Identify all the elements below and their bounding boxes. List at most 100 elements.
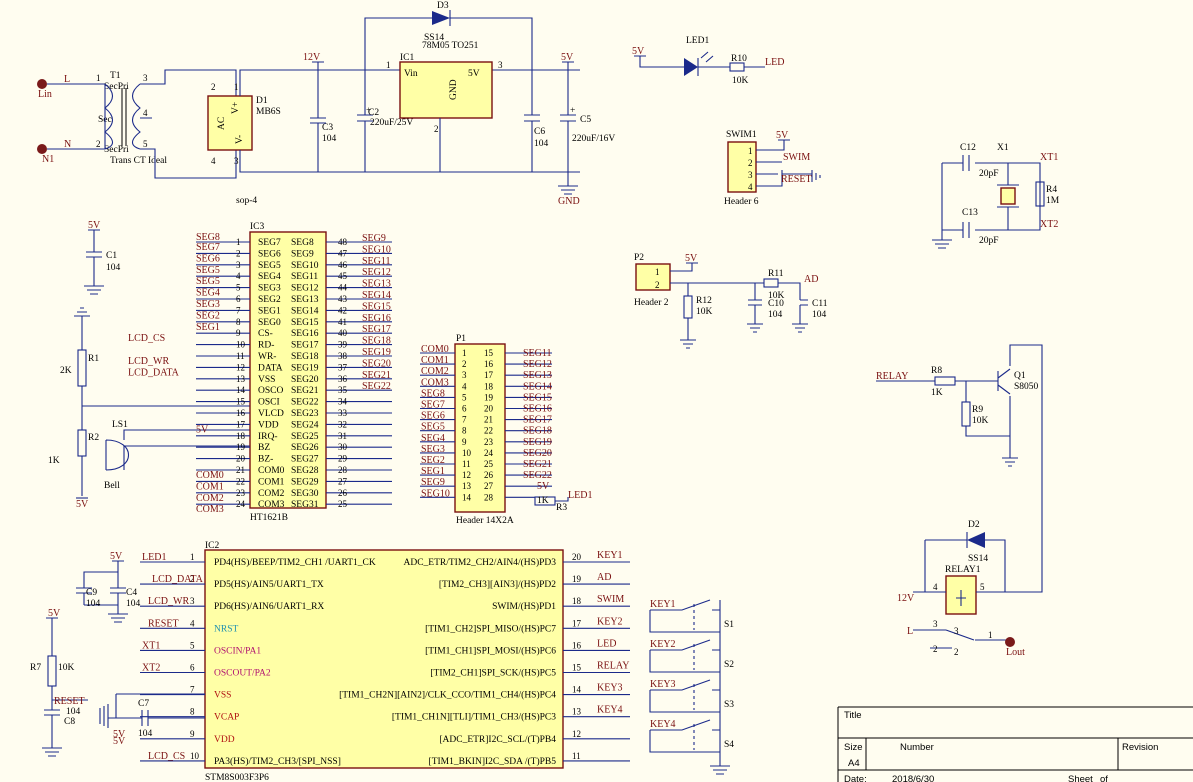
svg-text:Bell: Bell: [104, 481, 120, 491]
ht1621-pin-name: SEG19: [291, 363, 319, 373]
svg-text:R9: R9: [972, 405, 983, 415]
ht1621-left-net: SEG4: [196, 288, 220, 299]
l-label: L: [64, 74, 70, 85]
relay-section: D2 SS14 RELAY1 12V 4 5 L 3 2 3 2 1 Lout: [897, 520, 1025, 658]
svg-text:RESET: RESET: [54, 696, 85, 707]
svg-text:P1: P1: [456, 334, 466, 344]
ht1621-pin-number: 8: [236, 317, 241, 327]
ht1621-pin-number: 25: [338, 499, 348, 509]
svg-text:104: 104: [322, 134, 337, 144]
ht1621-pin-name: SEG22: [291, 398, 319, 408]
svg-text:5V: 5V: [48, 608, 61, 619]
svg-text:C6: C6: [534, 127, 545, 137]
header-right-net: SEG16: [523, 404, 552, 415]
ht1621-pin-number: 19: [236, 442, 246, 452]
stm8-pin-name: [TIM1_CH2]SPI_MISO/(HS)PC7: [425, 623, 556, 634]
svg-text:P2: P2: [634, 253, 644, 263]
key-switch-label: S1: [724, 620, 734, 630]
header-right-net: SEG19: [523, 437, 552, 448]
svg-text:V-: V-: [235, 135, 245, 144]
ht1621-pin-name: SEG13: [291, 295, 319, 305]
ht1621-pin-number: 15: [236, 397, 246, 407]
key-switch-label: S3: [724, 700, 734, 710]
ht1621-pin-number: 35: [338, 385, 348, 395]
ht1621-pin-name: BZ: [258, 443, 270, 453]
svg-text:3: 3: [933, 619, 938, 629]
svg-text:SEG8: SEG8: [196, 232, 220, 243]
svg-text:of: of: [1100, 774, 1108, 782]
header-right-net: SEG20: [523, 448, 552, 459]
ht1621-pin-name: SEG7: [258, 238, 281, 248]
svg-text:R10: R10: [731, 54, 747, 64]
stm8-left-net: RESET: [148, 618, 179, 629]
svg-text:R3: R3: [556, 503, 567, 513]
stm8-pin-number: 13: [572, 707, 582, 717]
svg-text:104: 104: [534, 139, 549, 149]
key-switch: [649, 639, 720, 673]
svg-text:R2: R2: [88, 433, 99, 443]
ht1621-pin-name: SEG9: [291, 249, 314, 259]
ht1621-pin-number: 21: [236, 465, 245, 475]
ht1621-left-net: LCD_DATA: [128, 367, 180, 378]
svg-text:R12: R12: [696, 296, 712, 306]
regulator-ic1: IC1 Vin 5V GND 1 3 2: [386, 53, 503, 172]
header-left-net: SEG9: [421, 477, 445, 488]
n1-label: N1: [42, 154, 54, 165]
stm8-pin-number: 7: [190, 685, 195, 695]
header-pin-number: 16: [484, 359, 494, 369]
header-pin-number: 23: [484, 437, 494, 447]
svg-text:104: 104: [126, 599, 141, 609]
diode-d3: D3 SS14 78M05 TO251: [364, 1, 533, 70]
ht1621-left-net: 5V: [196, 424, 209, 435]
svg-text:1: 1: [748, 146, 753, 156]
stm8-left-net: LCD_CS: [148, 751, 185, 762]
svg-text:C12: C12: [960, 143, 976, 153]
svg-text:R7: R7: [30, 663, 41, 673]
svg-text:10K: 10K: [768, 291, 785, 301]
ht1621-pin-number: 47: [338, 248, 348, 258]
ht1621-pin-name: SEG2: [258, 295, 281, 305]
svg-text:A4: A4: [848, 758, 860, 769]
svg-text:D2: D2: [968, 520, 980, 530]
ht1621-pin-number: 36: [338, 374, 348, 384]
n1-terminal: [37, 144, 47, 154]
header-pin-number: 15: [484, 348, 494, 358]
ht1621-left-net: SEG7: [196, 242, 220, 253]
svg-text:1: 1: [988, 630, 993, 640]
header-pin-number: 18: [484, 381, 494, 391]
svg-text:3: 3: [498, 60, 503, 70]
ht1621-right-net: SEG13: [362, 279, 391, 290]
stm8-pin-name: ADC_ETR/TIM2_CH2/AIN4/(HS)PD3: [403, 557, 556, 568]
svg-text:SWIM: SWIM: [783, 152, 810, 163]
stm8-pin-number: 17: [572, 618, 582, 628]
svg-text:C13: C13: [962, 208, 978, 218]
svg-text:SS14: SS14: [424, 33, 444, 43]
header-right-net: SEG12: [523, 359, 552, 370]
ht1621-pin-number: 32: [338, 419, 347, 429]
ht1621-pin-number: 39: [338, 340, 348, 350]
ht1621-pin-name: SEG1: [258, 306, 281, 316]
svg-text:1K: 1K: [931, 388, 943, 398]
ht1621-pin-name: OSCO: [258, 386, 283, 396]
stm8-right-net: KEY4: [597, 705, 623, 716]
header-left-net: COM2: [421, 366, 449, 377]
ht1621-pin-name: SEG30: [291, 489, 319, 499]
ht1621-right-net: SEG11: [362, 256, 391, 267]
ht1621-pin-number: 4: [236, 271, 241, 281]
svg-text:Revision: Revision: [1122, 742, 1158, 753]
ht1621-pin-name: SEG15: [291, 318, 319, 328]
header-pin-number: 2: [462, 359, 467, 369]
ht1621-pin-name: COM3: [258, 500, 285, 510]
header-left-net: COM1: [421, 355, 449, 366]
ht1621-pin-number: 30: [338, 442, 348, 452]
svg-text:20pF: 20pF: [979, 169, 999, 179]
header-pin-number: 6: [462, 404, 467, 414]
ht1621-pin-number: 9: [236, 328, 241, 338]
svg-text:5V: 5V: [468, 69, 480, 79]
ht1621-pin-name: CS-: [258, 329, 273, 339]
ht1621-pin-number: 46: [338, 260, 348, 270]
ht1621-pin-number: 33: [338, 408, 348, 418]
key-switch: [649, 599, 720, 633]
stm8-pin-number: 5: [190, 640, 195, 650]
header-right-net: SEG15: [523, 392, 552, 403]
